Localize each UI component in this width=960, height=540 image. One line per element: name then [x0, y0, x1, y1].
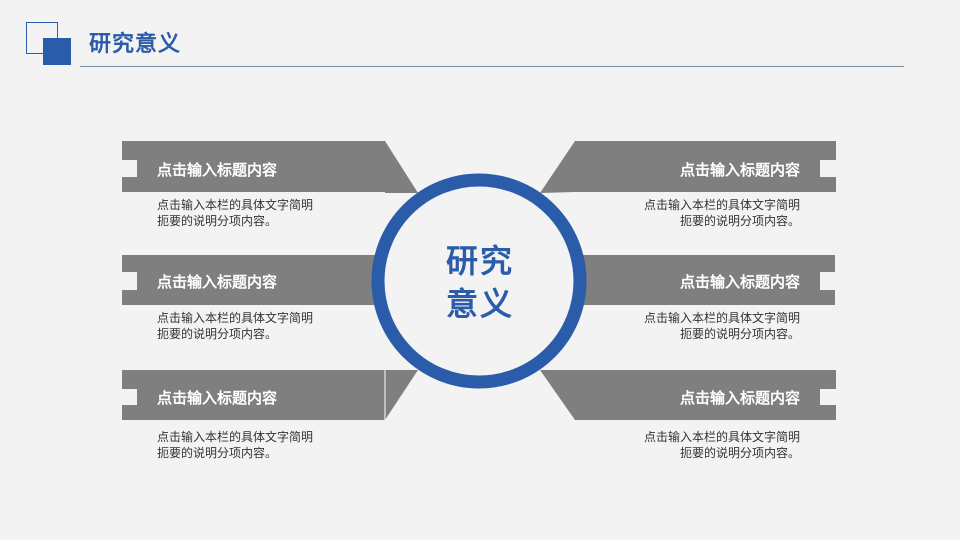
banner-right-1 — [540, 141, 836, 193]
item-desc-left-1: 点击输入本栏的具体文字简明 扼要的说明分项内容。 — [157, 197, 397, 229]
item-desc-line: 扼要的说明分项内容。 — [157, 446, 278, 460]
item-desc-line: 点击输入本栏的具体文字简明 — [643, 311, 800, 325]
item-desc-line: 点击输入本栏的具体文字简明 — [643, 198, 800, 212]
page-title: 研究意义 — [89, 32, 182, 57]
item-desc-right-2: 点击输入本栏的具体文字简明 扼要的说明分项内容。 — [560, 310, 800, 342]
item-desc-line: 扼要的说明分项内容。 — [679, 446, 800, 460]
item-desc-line: 点击输入本栏的具体文字简明 — [643, 430, 800, 444]
item-title-left-3: 点击输入标题内容 — [157, 389, 278, 407]
item-desc-line: 扼要的说明分项内容。 — [679, 327, 800, 341]
banner-right-2 — [562, 255, 835, 305]
item-title-right-1: 点击输入标题内容 — [679, 161, 800, 179]
item-desc-line: 点击输入本栏的具体文字简明 — [157, 430, 314, 444]
item-desc-line: 扼要的说明分项内容。 — [157, 214, 278, 228]
banner-left-3 — [122, 370, 418, 420]
item-desc-left-2: 点击输入本栏的具体文字简明 扼要的说明分项内容。 — [157, 310, 397, 342]
item-title-right-3: 点击输入标题内容 — [679, 389, 800, 407]
item-title-right-2: 点击输入标题内容 — [679, 273, 800, 291]
item-desc-line: 点击输入本栏的具体文字简明 — [157, 198, 314, 212]
item-desc-line: 点击输入本栏的具体文字简明 — [157, 311, 314, 325]
center-ring — [371, 173, 587, 389]
center-label-line1: 研究 — [445, 242, 514, 280]
banner-left-1 — [122, 141, 418, 193]
item-desc-left-3: 点击输入本栏的具体文字简明 扼要的说明分项内容。 — [157, 429, 397, 461]
item-desc-line: 扼要的说明分项内容。 — [679, 214, 800, 228]
item-title-left-2: 点击输入标题内容 — [157, 273, 278, 291]
item-desc-right-1: 点击输入本栏的具体文字简明 扼要的说明分项内容。 — [560, 197, 800, 229]
center-label: 研究 意义 — [410, 240, 550, 326]
center-label-line2: 意义 — [445, 285, 514, 323]
logo-filled-square — [43, 38, 71, 65]
item-desc-line: 扼要的说明分项内容。 — [157, 327, 278, 341]
banner-left-2 — [122, 255, 398, 305]
banner-right-3 — [540, 370, 836, 420]
title-divider — [80, 66, 904, 67]
item-desc-right-3: 点击输入本栏的具体文字简明 扼要的说明分项内容。 — [560, 429, 800, 461]
item-title-left-1: 点击输入标题内容 — [157, 161, 278, 179]
